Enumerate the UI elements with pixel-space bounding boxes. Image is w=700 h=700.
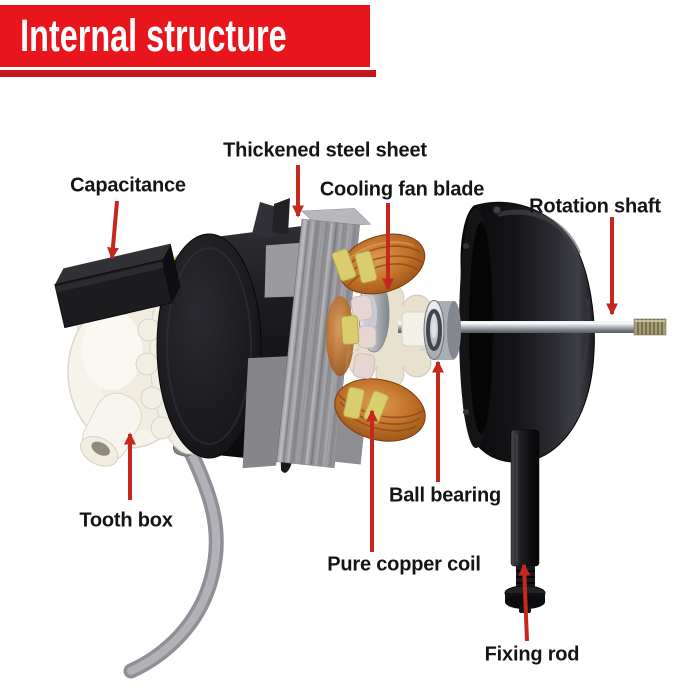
title-banner: Internal structure [0, 5, 370, 67]
arrow-capacitance [106, 200, 119, 260]
label-tooth-box: Tooth box [79, 509, 173, 532]
label-capacitance: Capacitance [70, 174, 186, 197]
label-fixing-rod: Fixing rod [484, 643, 580, 666]
label-thickened-steel-sheet: Thickened steel sheet [223, 139, 427, 162]
label-ball-bearing: Ball bearing [388, 484, 502, 507]
insulation-tape [331, 248, 389, 424]
annotation-arrows [106, 165, 618, 642]
label-cooling-fan-blade: Cooling fan blade [319, 178, 485, 201]
capacitor-part [54, 243, 181, 329]
page-title: Internal structure [20, 10, 287, 61]
title-banner-underline [0, 70, 376, 77]
label-pure-copper-coil: Pure copper coil [327, 553, 481, 576]
copper-coil-part [326, 233, 426, 442]
stator-teeth [350, 295, 377, 379]
arrow-fixing-rod [518, 563, 531, 642]
label-rotation-shaft: Rotation shaft [529, 195, 661, 218]
ball-bearing-part [423, 300, 461, 360]
